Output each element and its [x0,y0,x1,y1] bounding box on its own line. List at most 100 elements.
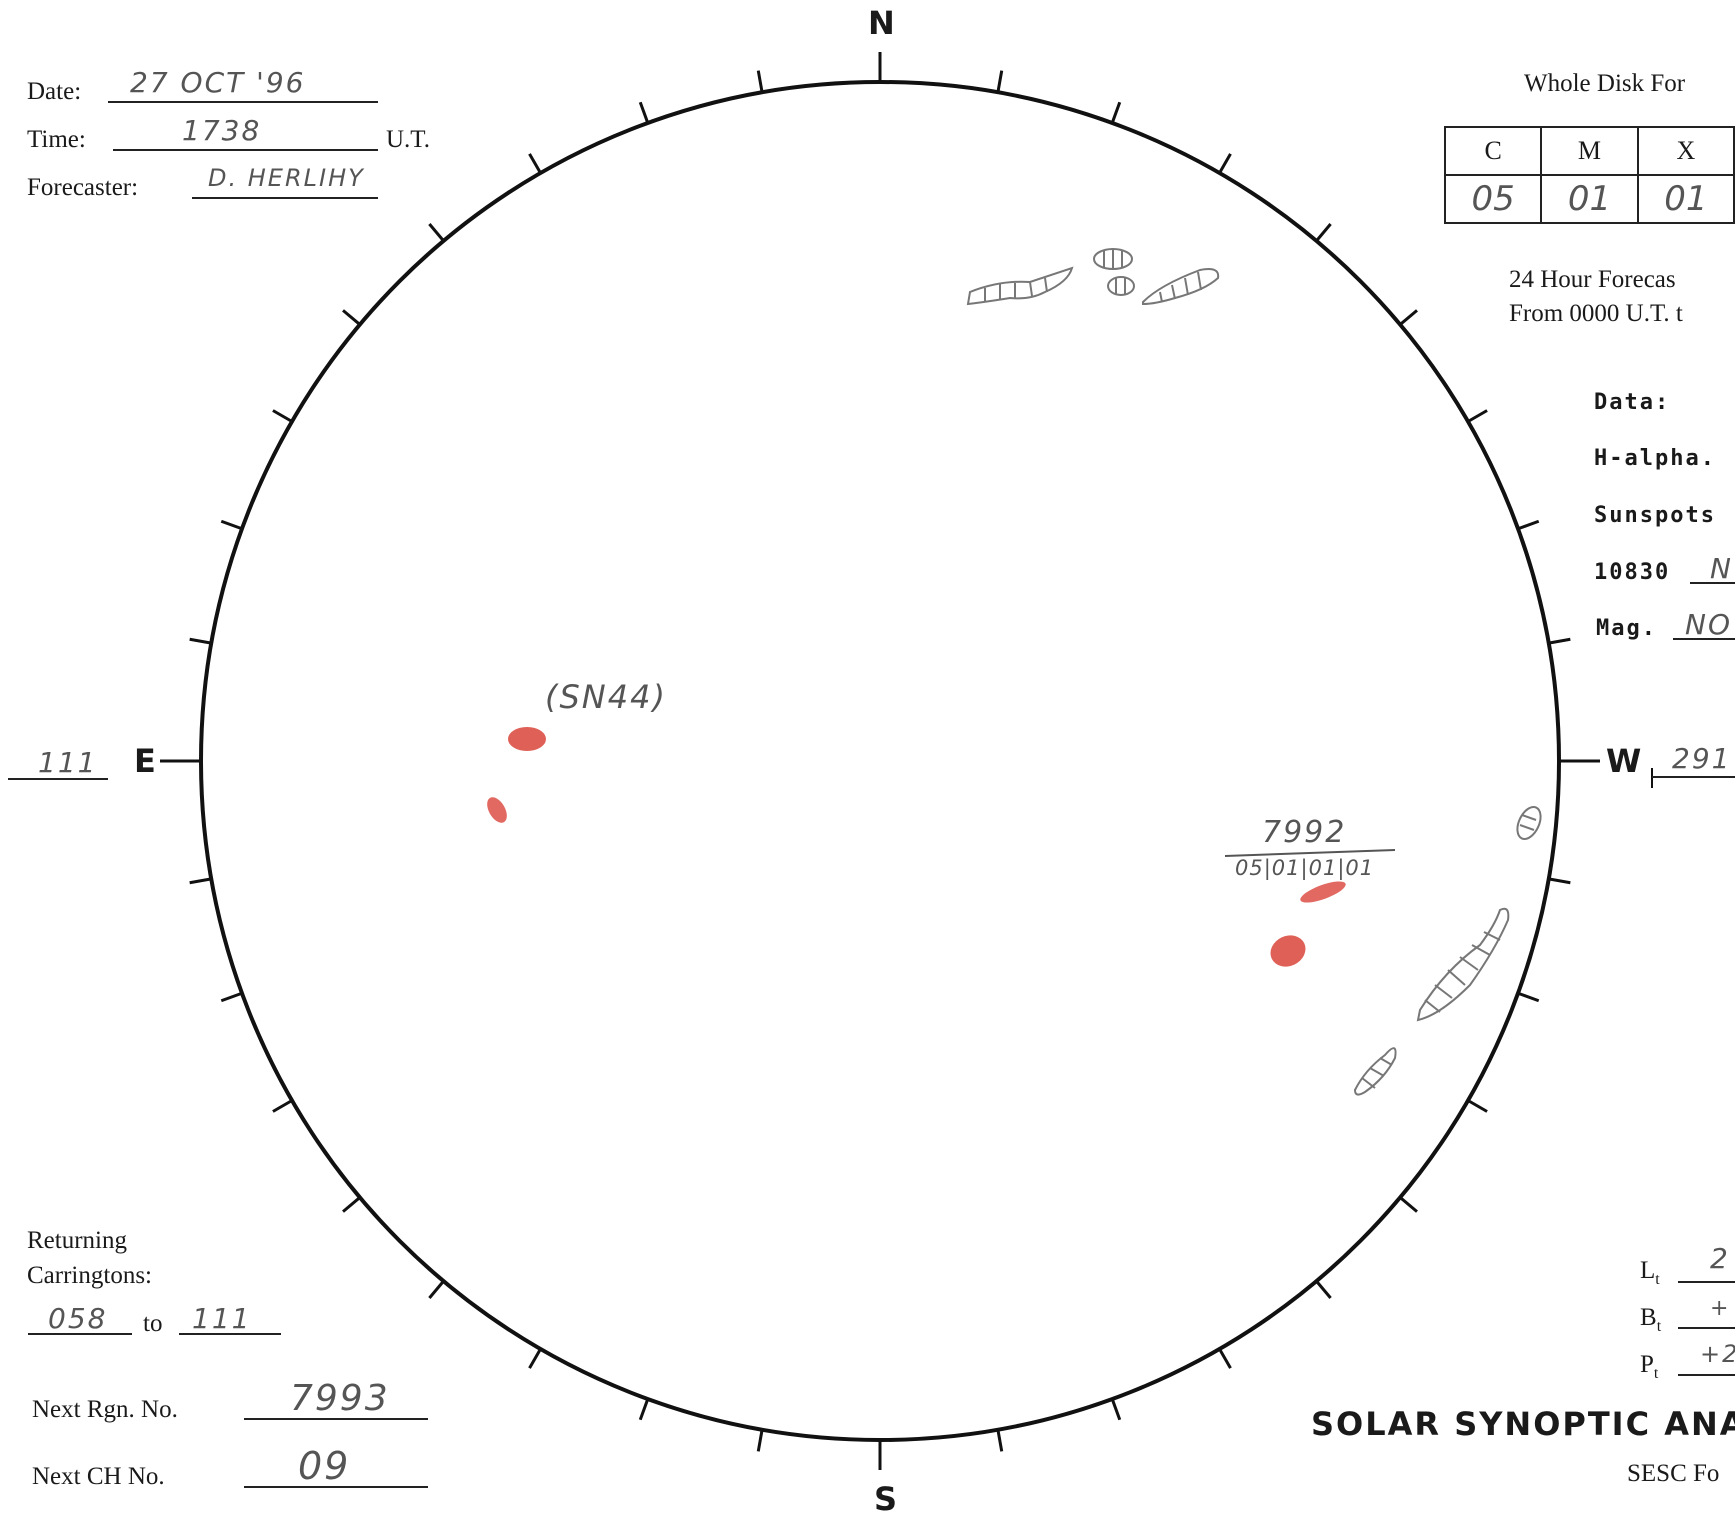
returning-to: 111 [192,1302,252,1335]
col-c-value: 05 [1443,174,1543,224]
limb-tick-170 [996,1429,1004,1452]
date-label: Date: [27,78,82,105]
solar-disk-limb [199,80,1561,1442]
filament-north-4 [1142,268,1220,306]
filament-southwest-1 [1416,907,1510,1022]
next-rgn-value: 7993 [290,1378,390,1419]
limb-tick-350 [756,70,764,93]
form-subtitle: SESC Fo [1627,1460,1720,1487]
next-ch-label: Next CH No. [32,1463,165,1490]
time-unit: U.T. [386,126,430,153]
limb-tick-340 [638,101,650,124]
limb-tick-50 [1399,309,1418,326]
col-c-header: C [1443,126,1543,176]
mag-label: Mag. [1596,616,1657,641]
lt-value: 2 [1710,1242,1730,1275]
filament-west-limb-hatch [1519,814,1537,831]
col-m-header: M [1540,126,1639,176]
limb-tick-20 [1110,101,1122,124]
halpha-label: H-alpha. [1594,446,1716,471]
limb-tick-60 [1467,409,1488,423]
next-rgn-label: Next Rgn. No. [32,1396,178,1423]
limb-tick-210 [528,1348,542,1369]
limb-tick-140 [1315,1280,1332,1299]
limb-tick-80 [1548,637,1571,645]
data-title: Data: [1594,390,1671,415]
forecast-24-line1: 24 Hour Forecas [1509,266,1676,293]
limb-tick-10 [996,70,1004,93]
returning-to-label: to [143,1310,163,1337]
mag-value: NO [1685,608,1732,641]
filament-north-1 [966,266,1074,306]
date-value: 27 OCT '96 [130,66,306,99]
limb-tick-290 [220,519,243,531]
whole-disk-table: C M X 05 01 01 [1443,126,1735,224]
west-label: W [1606,742,1642,780]
limb-tick-230 [342,1196,361,1213]
bt-label: Bt [1640,1304,1662,1335]
limb-tick-250 [220,991,243,1003]
sunspot-group-sn44-main [508,727,546,751]
returning-line1: Returning [27,1227,127,1254]
whole-disk-title: Whole Disk For [1524,70,1686,97]
limb-tick-110 [1517,991,1540,1003]
filaments [966,248,1542,1096]
next-ch-value: 09 [298,1444,351,1488]
sunspot-group-sn44-trailer [487,797,507,823]
returning-line2: Carringtons: [27,1262,152,1289]
limb-tick-100 [1548,877,1571,885]
lt-label: Lt [1640,1257,1660,1288]
north-label: N [868,4,895,42]
disk-ticks [189,52,1571,1470]
limb-tick-120 [1467,1099,1488,1113]
filament-southwest-1-hatch [1424,931,1501,1013]
form-title: SOLAR SYNOPTIC ANA [1311,1405,1735,1443]
limb-tick-330 [528,153,542,174]
limb-tick-160 [1110,1398,1122,1421]
sunspot-group-7992-main [1270,935,1306,967]
limb-tick-320 [428,223,445,242]
limb-tick-150 [1218,1348,1232,1369]
limb-tick-260 [189,877,212,885]
returning-from: 058 [48,1302,108,1335]
limb-tick-300 [272,409,293,423]
col-x-header: X [1636,126,1735,176]
he10830-label: 10830 [1594,560,1671,585]
filament-southwest-2 [1353,1047,1397,1096]
limb-tick-70 [1517,519,1540,531]
limb-tick-310 [342,309,361,326]
filament-west-limb [1516,806,1542,840]
region-sn44-label: (SN44) [545,678,667,716]
filament-north-1-hatch [984,277,1048,302]
time-value: 1738 [182,114,262,147]
filament-north-3-hatch [1115,278,1126,294]
sunspot-regions [487,727,1346,967]
forecaster-label: Forecaster: [27,174,139,201]
region-7992-number: 7992 [1262,815,1347,850]
filament-southwest-2-hatch [1361,1057,1393,1089]
limb-tick-30 [1218,153,1232,174]
limb-tick-200 [638,1398,650,1421]
south-label: S [874,1480,898,1518]
limb-tick-40 [1315,223,1332,242]
filament-north-2-hatch [1103,249,1123,269]
pt-value: +2 [1700,1340,1735,1368]
limb-tick-240 [272,1099,293,1113]
pt-label: Pt [1640,1351,1659,1382]
limb-tick-190 [756,1429,764,1452]
sunspots-label: Sunspots [1594,503,1716,528]
region-7992-forecast: 05|01|01|01 [1235,856,1375,880]
col-x-value: 01 [1636,174,1735,224]
forecaster-value: D. HERLIHY [208,164,365,192]
sunspot-group-7992-leader [1300,881,1346,903]
forecast-24-line2: From 0000 U.T. t [1509,300,1683,327]
limb-tick-280 [189,637,212,645]
east-label: E [134,742,156,780]
limb-tick-130 [1399,1196,1418,1213]
filament-north-3 [1107,276,1135,296]
region-7992-rule [1224,849,1396,857]
time-label: Time: [27,126,86,153]
filament-north-4-hatch [1159,271,1202,303]
he10830-value: N [1710,552,1733,585]
